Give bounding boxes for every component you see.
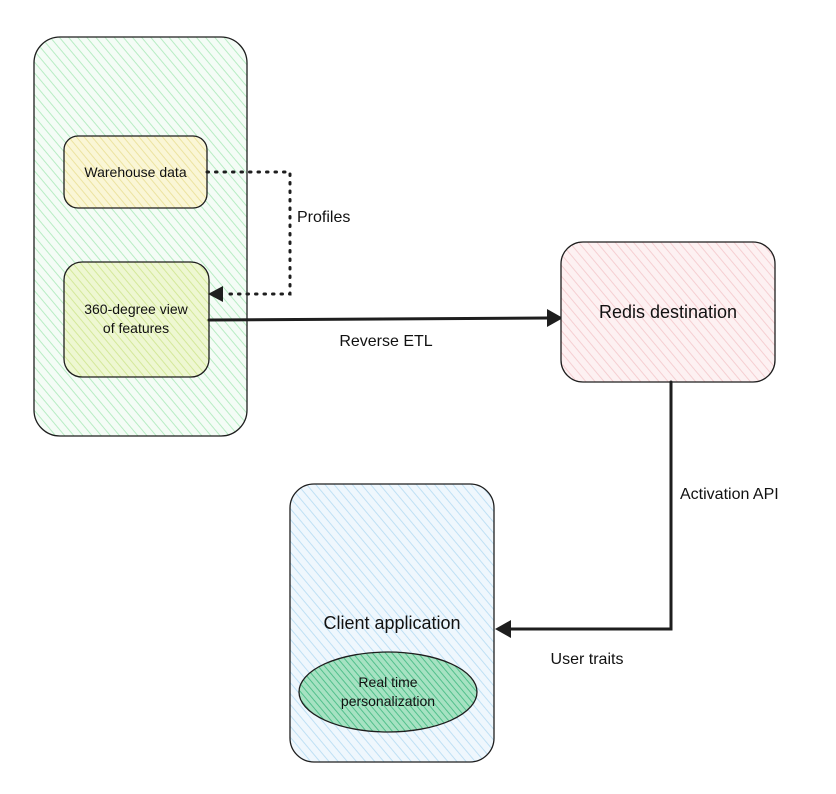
user-traits-arrowhead: [495, 620, 511, 638]
reverse-etl-edge: Reverse ETL: [207, 309, 563, 350]
feature-view-label-line2: of features: [103, 320, 169, 336]
client-application-label: Client application: [323, 613, 460, 633]
warehouse-data-label: Warehouse data: [84, 164, 186, 180]
user-traits-label: User traits: [551, 651, 624, 668]
personalization-label-line2: personalization: [341, 693, 435, 709]
redis-destination-node: Redis destination: [560, 241, 776, 383]
activation-api-edge: Activation API User traits: [495, 380, 779, 668]
personalization-node: Real time personalization: [298, 651, 478, 733]
redis-destination-label: Redis destination: [599, 302, 737, 322]
profiles-arrowhead: [208, 286, 223, 302]
warehouse-data-node: Warehouse data: [63, 135, 208, 209]
feature-view-node: 360-degree view of features: [63, 261, 210, 378]
activation-api-label: Activation API: [680, 486, 779, 503]
reverse-etl-label: Reverse ETL: [339, 333, 432, 350]
reverse-etl-arrowhead: [547, 309, 563, 327]
profiles-label: Profiles: [297, 209, 350, 226]
profiles-edge: Profiles: [205, 170, 350, 302]
personalization-label-line1: Real time: [358, 674, 417, 690]
feature-view-label-line1: 360-degree view: [84, 301, 188, 317]
